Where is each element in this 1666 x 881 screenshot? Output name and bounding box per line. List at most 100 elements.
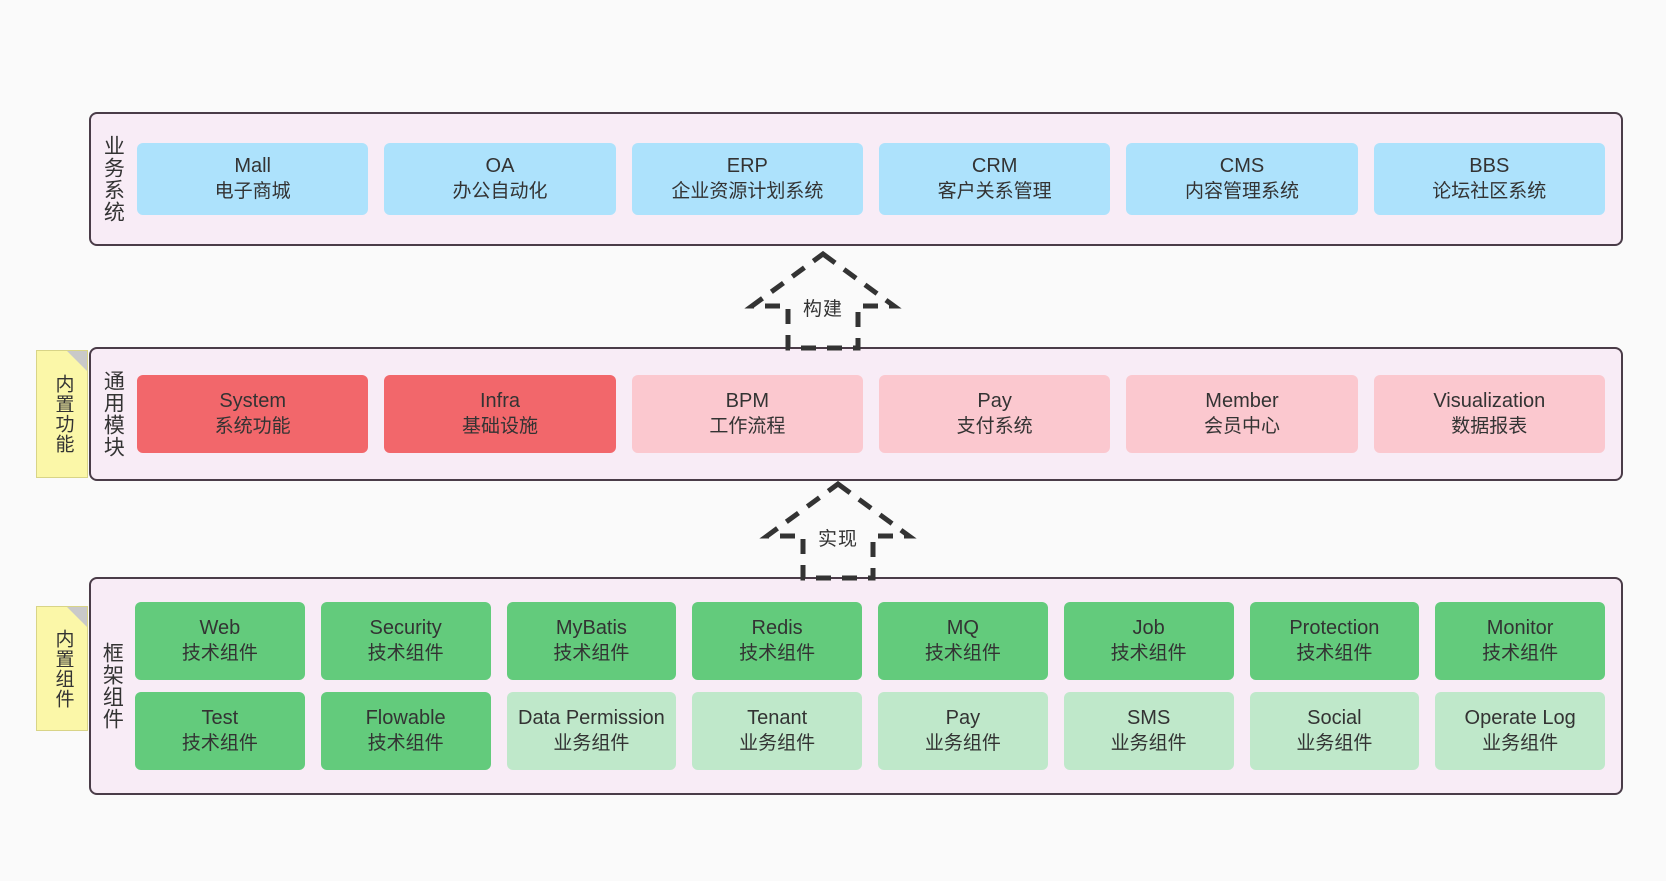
module-card-desc: 系统功能: [214, 415, 291, 437]
module-card-name: Test: [201, 707, 239, 730]
module-card-desc: 技术组件: [1482, 642, 1559, 664]
module-card-desc: 内容管理系统: [1184, 180, 1299, 202]
band-title: 通用模块: [91, 349, 133, 479]
module-card-name: Security: [369, 617, 442, 640]
module-card-desc: 数据报表: [1451, 415, 1528, 437]
module-card-desc: 技术组件: [1110, 642, 1187, 664]
module-card-name: MQ: [946, 617, 979, 640]
module-card-name: Tenant: [747, 707, 808, 730]
module-card-name: Data Permission: [518, 707, 665, 730]
band-title: 业务系统: [91, 114, 133, 244]
module-card-name: Pay: [977, 390, 1012, 413]
module-card-desc: 工作流程: [709, 415, 786, 437]
module-card-desc: 业务组件: [924, 732, 1001, 754]
module-card-name: Job: [1132, 617, 1165, 640]
sticky-note-builtin-features: 内置功能: [36, 350, 88, 478]
module-card-name: Visualization: [1433, 390, 1546, 413]
module-card-desc: 技术组件: [1296, 642, 1373, 664]
module-card-name: Mall: [234, 155, 271, 178]
module-card-name: SMS: [1126, 707, 1171, 730]
block-arrow-up-icon: [759, 480, 917, 581]
sticky-note-label: 内置功能: [52, 374, 74, 454]
module-card-desc: 业务组件: [1482, 732, 1559, 754]
arrow-build: 构建: [744, 250, 902, 351]
arrow-implement: 实现: [759, 480, 917, 581]
module-card-name: Flowable: [365, 707, 446, 730]
module-card-desc: 支付系统: [956, 415, 1033, 437]
sticky-note-builtin-components: 内置组件: [36, 606, 88, 731]
module-card-desc: 业务组件: [1296, 732, 1373, 754]
module-card-desc: 业务组件: [739, 732, 816, 754]
module-card-name: Monitor: [1486, 617, 1554, 640]
module-card-desc: 客户关系管理: [937, 180, 1052, 202]
module-card-desc: 企业资源计划系统: [671, 180, 824, 202]
module-card-name: Social: [1307, 707, 1362, 730]
module-card-desc: 电子商城: [214, 180, 291, 202]
block-arrow-up-icon: [744, 250, 902, 351]
module-card-name: System: [219, 390, 286, 413]
module-card-name: OA: [485, 155, 515, 178]
module-card-desc: 技术组件: [924, 642, 1001, 664]
band-title-label: 框架组件: [100, 642, 124, 730]
module-card-name: CRM: [971, 155, 1018, 178]
band-title-label: 通用模块: [101, 370, 125, 458]
module-card-desc: 基础设施: [461, 415, 538, 437]
band-title-label: 业务系统: [101, 135, 125, 223]
module-card-desc: 技术组件: [739, 642, 816, 664]
module-card-name: Pay: [945, 707, 981, 730]
module-card-name: Redis: [751, 617, 803, 640]
module-card-name: CMS: [1219, 155, 1265, 178]
module-card-desc: 技术组件: [181, 642, 258, 664]
module-card-name: Protection: [1289, 617, 1380, 640]
sticky-note-label: 内置组件: [52, 628, 74, 709]
module-card-desc: 技术组件: [367, 732, 444, 754]
module-card-name: BBS: [1469, 155, 1510, 178]
module-card-desc: 业务组件: [1110, 732, 1187, 754]
module-card-name: MyBatis: [555, 617, 627, 640]
module-card-desc: 办公自动化: [452, 180, 548, 202]
module-card-desc: 论坛社区系统: [1432, 180, 1547, 202]
module-card-name: Web: [199, 617, 241, 640]
module-card-desc: 技术组件: [553, 642, 630, 664]
module-card-name: Operate Log: [1464, 707, 1576, 730]
module-card-name: Infra: [479, 390, 520, 413]
